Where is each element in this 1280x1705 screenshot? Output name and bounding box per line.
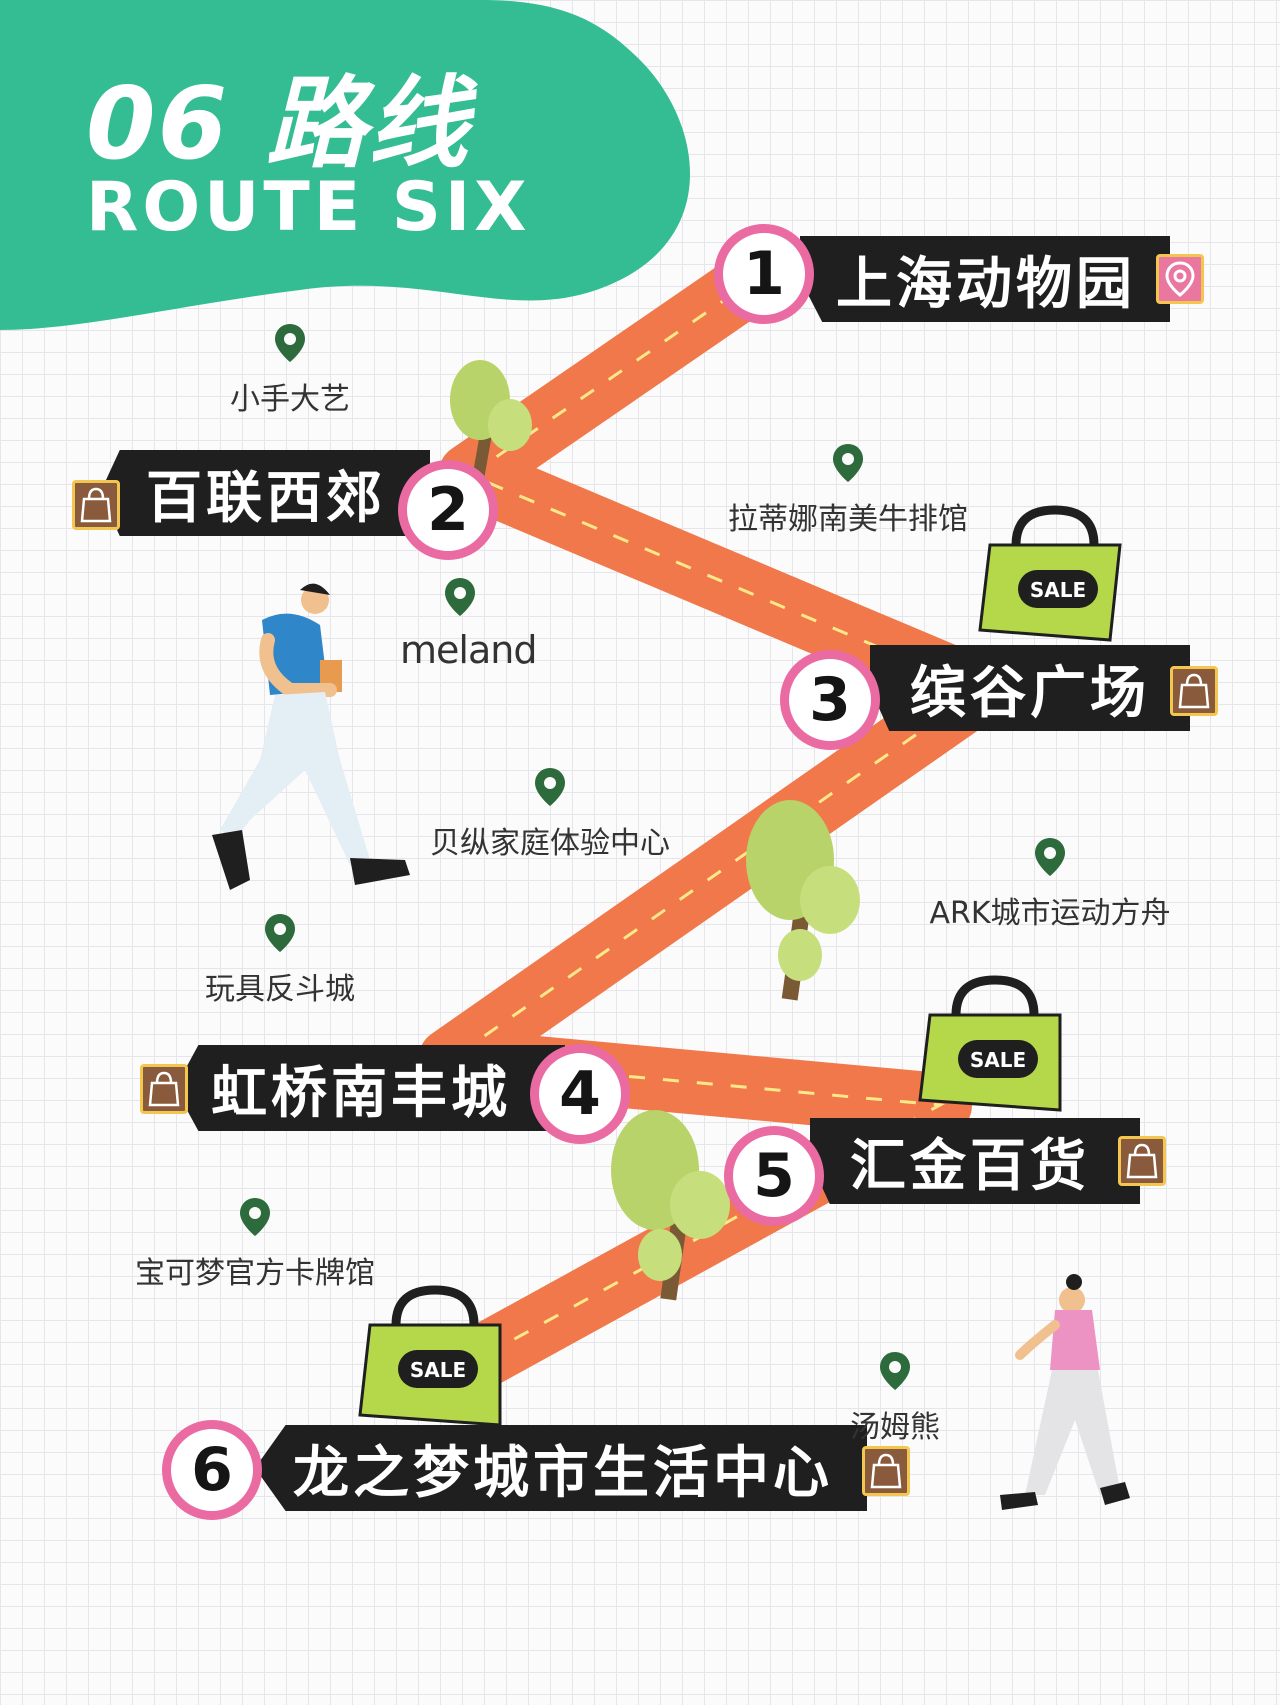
stop-name: 虹桥南丰城 [211,1060,511,1126]
shopping-bag-icon [1170,666,1218,716]
sale-tag-text: SALE [1030,578,1086,602]
page-title: 06 路线 [86,65,470,182]
road-dashes [439,253,984,1382]
map-pin-icon [265,914,295,952]
road-centerline [439,253,984,1382]
poi-label: 贝纵家庭体验中心 [430,826,670,861]
stop-number-6[interactable]: 6 [162,1420,262,1520]
page-subtitle: ROUTE SIX [86,168,531,247]
header-blob [0,0,690,330]
sale-bag: SALE [978,505,1122,642]
map-pin-icon [275,324,305,362]
poi-label: meland [400,628,537,672]
poi-marker[interactable]: 玩具反斗城 [190,912,370,1008]
stop-banner-6[interactable]: 龙之梦城市生活中心 [255,1425,867,1511]
shopping-bag-icon [1118,1136,1166,1186]
stop-banner-5[interactable]: 汇金百货 [810,1118,1140,1204]
poi-label: 宝可梦官方卡牌馆 [135,1256,375,1291]
stop-name: 上海动物园 [836,251,1136,317]
map-pin-icon [445,578,475,616]
map-pin-icon [240,1198,270,1236]
map-pin-icon [535,768,565,806]
stop-name: 龙之梦城市生活中心 [293,1440,833,1506]
poi-marker[interactable]: 贝纵家庭体验中心 [410,766,690,862]
stop-number-3[interactable]: 3 [780,650,880,750]
walking-woman-illustration [1000,1274,1130,1510]
shopping-bag-icon [72,480,120,530]
walking-man-illustration [212,583,410,890]
location-pin-icon [1156,254,1204,304]
tree [611,1110,730,1301]
sale-bag: SALE [358,1285,502,1427]
poi-marker[interactable]: 拉蒂娜南美牛排馆 [718,442,978,538]
sale-tag-text: SALE [410,1358,466,1382]
tree [746,800,860,1001]
map-pin-icon [880,1352,910,1390]
poi-label: ARK城市运动方舟 [929,896,1171,931]
poi-label: 小手大艺 [230,382,350,417]
poi-marker[interactable]: 小手大艺 [220,322,360,418]
poi-marker[interactable]: 汤姆熊 [840,1350,950,1446]
shopping-bag-icon [140,1064,188,1114]
stop-number-2[interactable]: 2 [398,460,498,560]
sale-bag: SALE [918,975,1062,1112]
stop-name: 百联西郊 [146,465,386,531]
poi-label: 汤姆熊 [850,1410,940,1445]
stop-name: 汇金百货 [850,1133,1090,1199]
shopping-bag-icon [862,1446,910,1496]
stop-number-5[interactable]: 5 [724,1126,824,1226]
stop-banner-3[interactable]: 缤谷广场 [870,645,1190,731]
stop-name: 缤谷广场 [910,660,1150,726]
poi-label: 拉蒂娜南美牛排馆 [728,502,968,537]
stop-number-4[interactable]: 4 [530,1044,630,1144]
poi-marker[interactable]: ARK城市运动方舟 [920,836,1180,932]
poi-marker[interactable]: 宝可梦官方卡牌馆 [130,1196,380,1292]
stop-number-1[interactable]: 1 [714,224,814,324]
stop-banner-2[interactable]: 百联西郊 [100,450,430,536]
poi-marker[interactable]: meland [400,576,537,672]
map-pin-icon [1035,838,1065,876]
map-pin-icon [833,444,863,482]
sale-tag-text: SALE [970,1048,1026,1072]
poi-label: 玩具反斗城 [205,972,355,1007]
stop-banner-1[interactable]: 上海动物园 [800,236,1170,322]
stop-banner-4[interactable]: 虹桥南丰城 [175,1045,565,1131]
